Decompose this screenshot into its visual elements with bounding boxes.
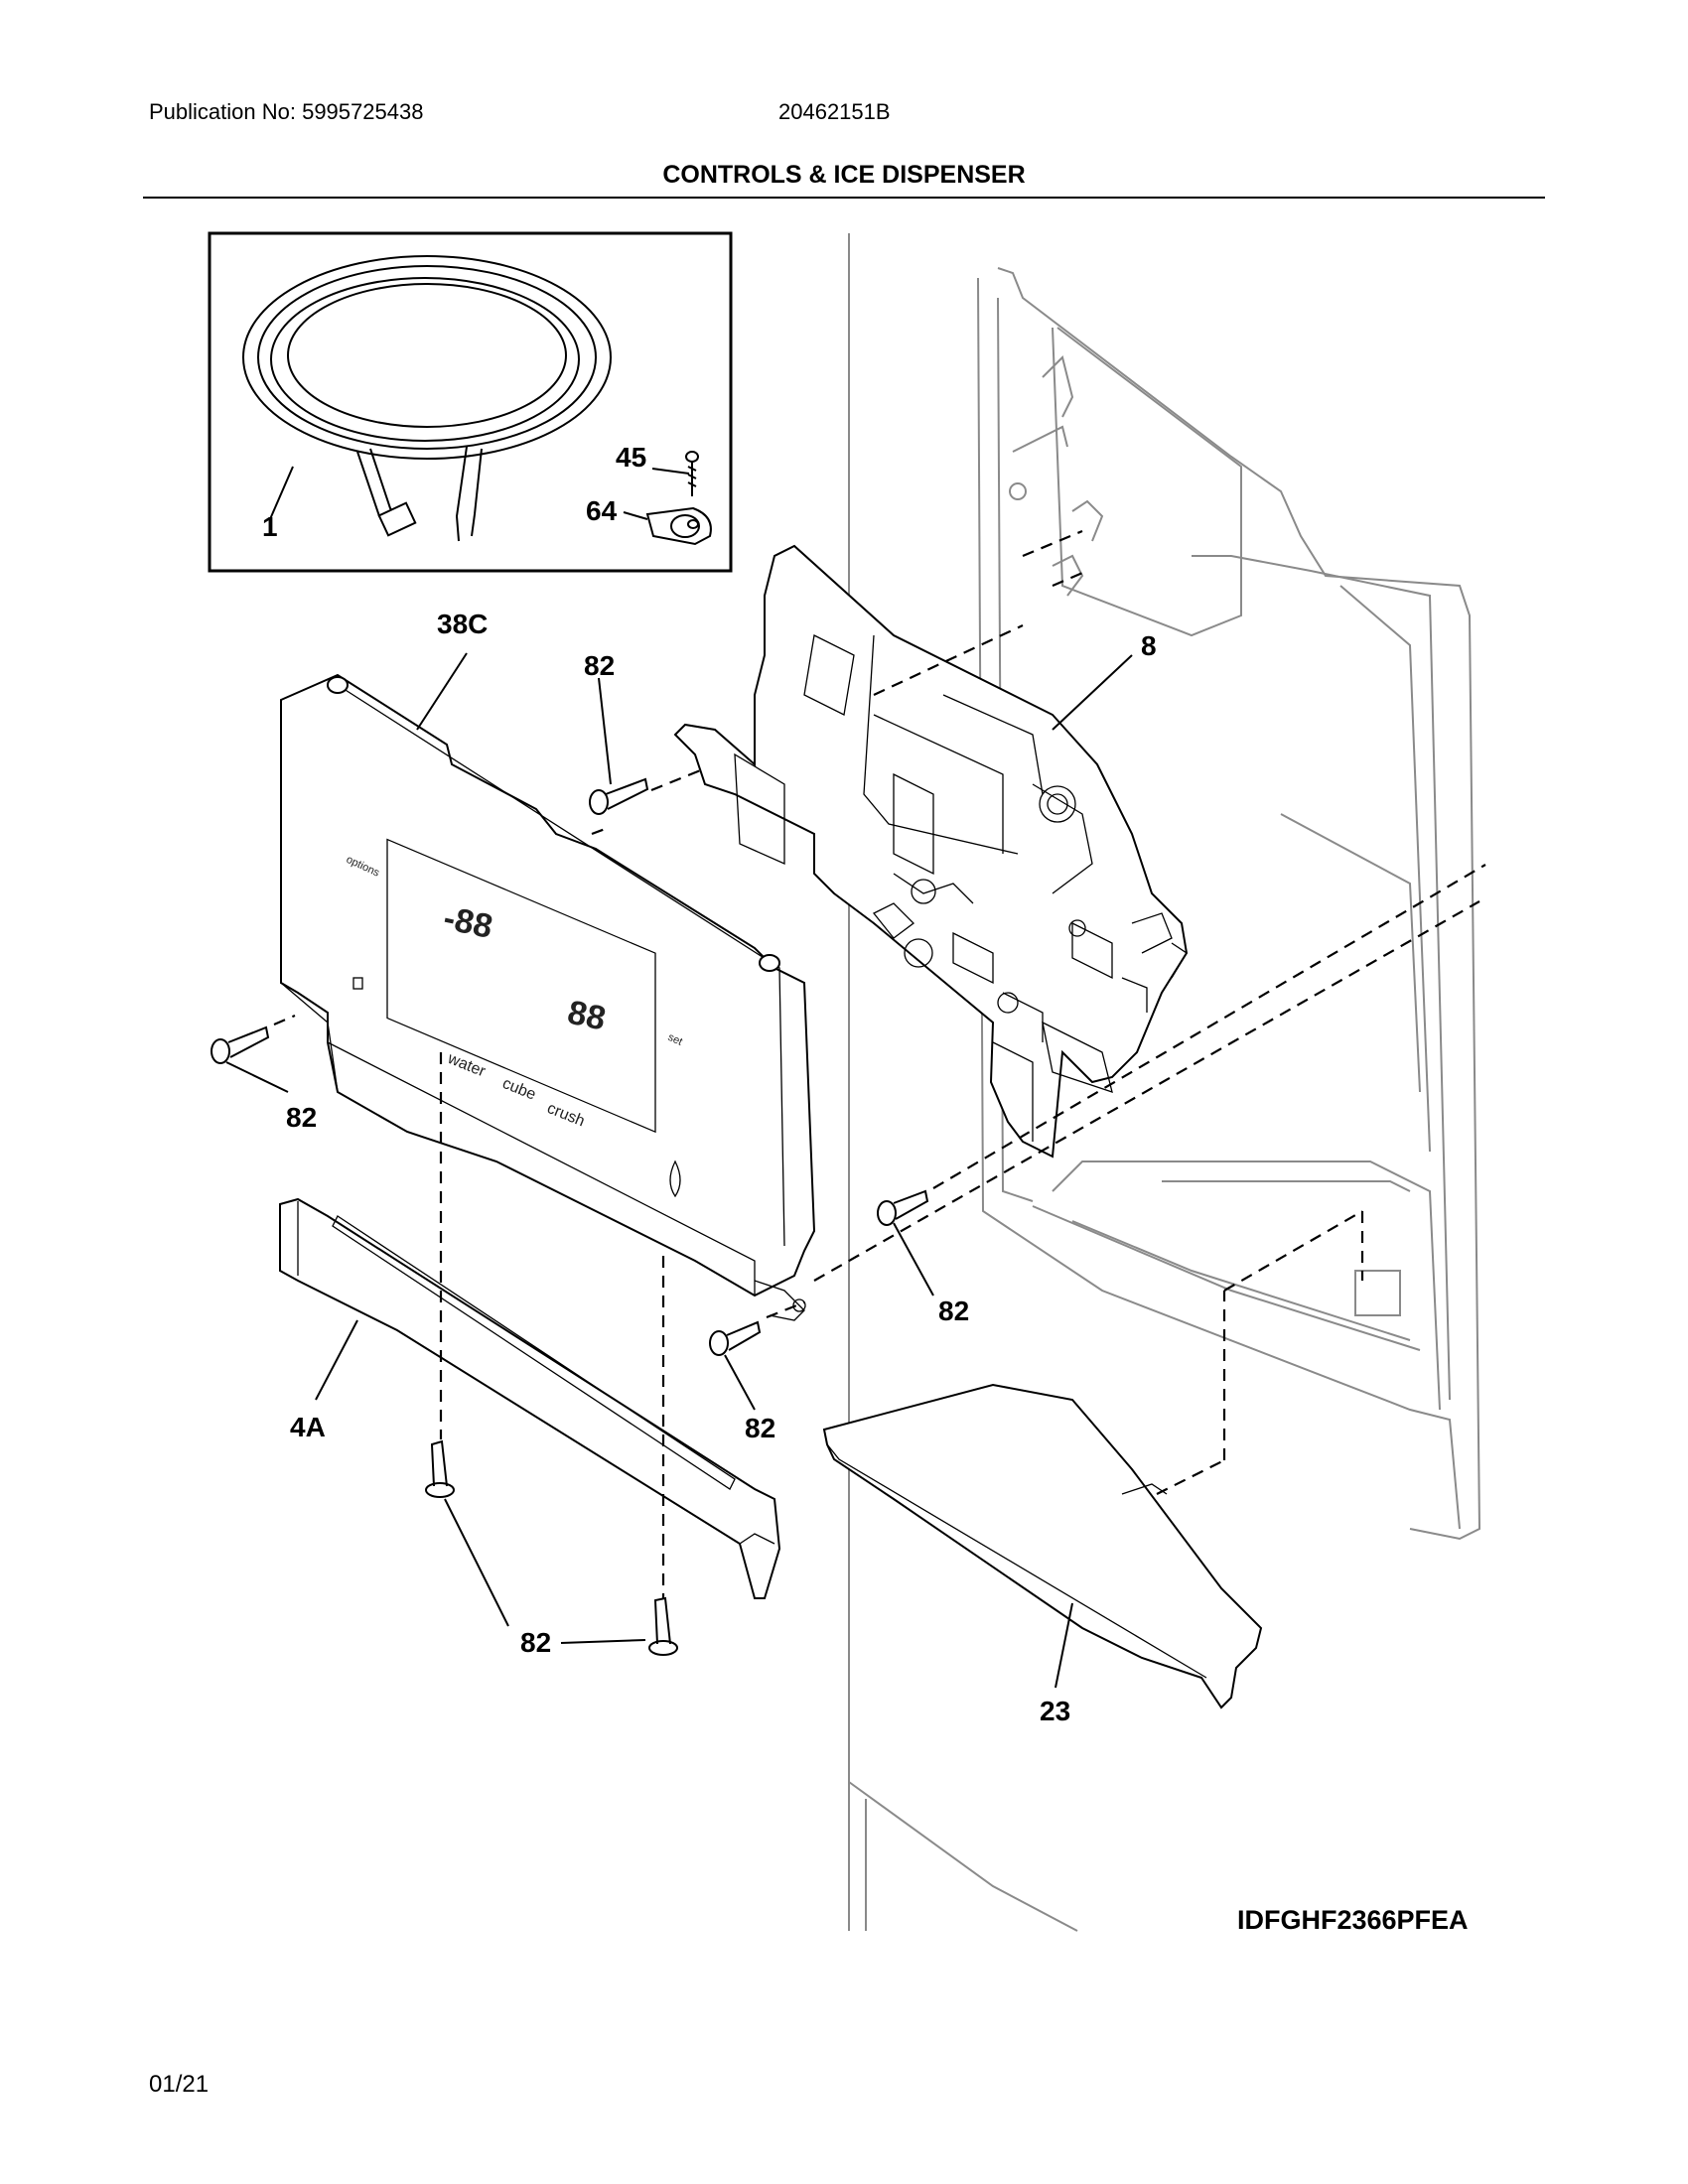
callout-38c: 38C: [437, 609, 488, 639]
leader-82-right: [893, 1222, 934, 1297]
clamp-64: [645, 506, 712, 546]
callout-23: 23: [1040, 1696, 1070, 1726]
leader-38c: [416, 652, 468, 731]
screw-82-left: [211, 1025, 270, 1064]
assembly-dashed-lines: [273, 529, 1486, 1598]
callout-4a: 4A: [290, 1412, 326, 1442]
callout-8: 8: [1141, 630, 1157, 661]
water-tube: [242, 255, 612, 542]
callout-82-left: 82: [286, 1102, 317, 1133]
publication-number: Publication No: 5995725438: [149, 99, 424, 124]
callout-64: 64: [586, 495, 618, 526]
leader-82-top: [598, 677, 612, 785]
leader-82-bottom-b: [560, 1639, 646, 1644]
callout-82-bottom: 82: [520, 1627, 551, 1658]
callout-82-lower: 82: [745, 1413, 775, 1443]
panel-set-label: set: [666, 1031, 684, 1048]
leader-8: [1052, 654, 1133, 731]
leader-23: [1055, 1602, 1073, 1689]
screw-45: [685, 451, 699, 496]
leader-82-left: [225, 1061, 289, 1093]
control-panel: options set -88 88 water cube crush: [280, 673, 816, 1321]
inset-box: [208, 231, 733, 573]
footer-date: 01/21: [149, 2071, 210, 2098]
screw-82-right: [877, 1189, 929, 1226]
trim-strip-4a: [279, 1197, 781, 1599]
callout-1: 1: [262, 511, 278, 542]
screw-82-top: [589, 777, 649, 815]
callout-82-top: 82: [584, 650, 615, 681]
callout-45: 45: [616, 442, 646, 473]
dispenser-housing: [673, 544, 1189, 1159]
screw-82-bottom-right: [648, 1596, 678, 1656]
callout-82-right: 82: [938, 1296, 969, 1326]
section-title: CONTROLS & ICE DISPENSER: [662, 161, 1026, 189]
screw-82-bottom-left: [425, 1439, 455, 1498]
screw-82-lower: [709, 1320, 762, 1356]
leader-82-bottom-a: [444, 1498, 509, 1627]
panel-display-right: 88: [564, 994, 609, 1038]
leader-82-lower: [724, 1354, 756, 1411]
leader-4a: [315, 1319, 358, 1401]
model-code: IDFGHF2366PFEA: [1237, 1905, 1469, 1935]
document-number: 20462151B: [778, 99, 891, 124]
drip-tray: [822, 1383, 1263, 1709]
door-outline: [848, 233, 1481, 1932]
title-rule: [143, 197, 1545, 199]
